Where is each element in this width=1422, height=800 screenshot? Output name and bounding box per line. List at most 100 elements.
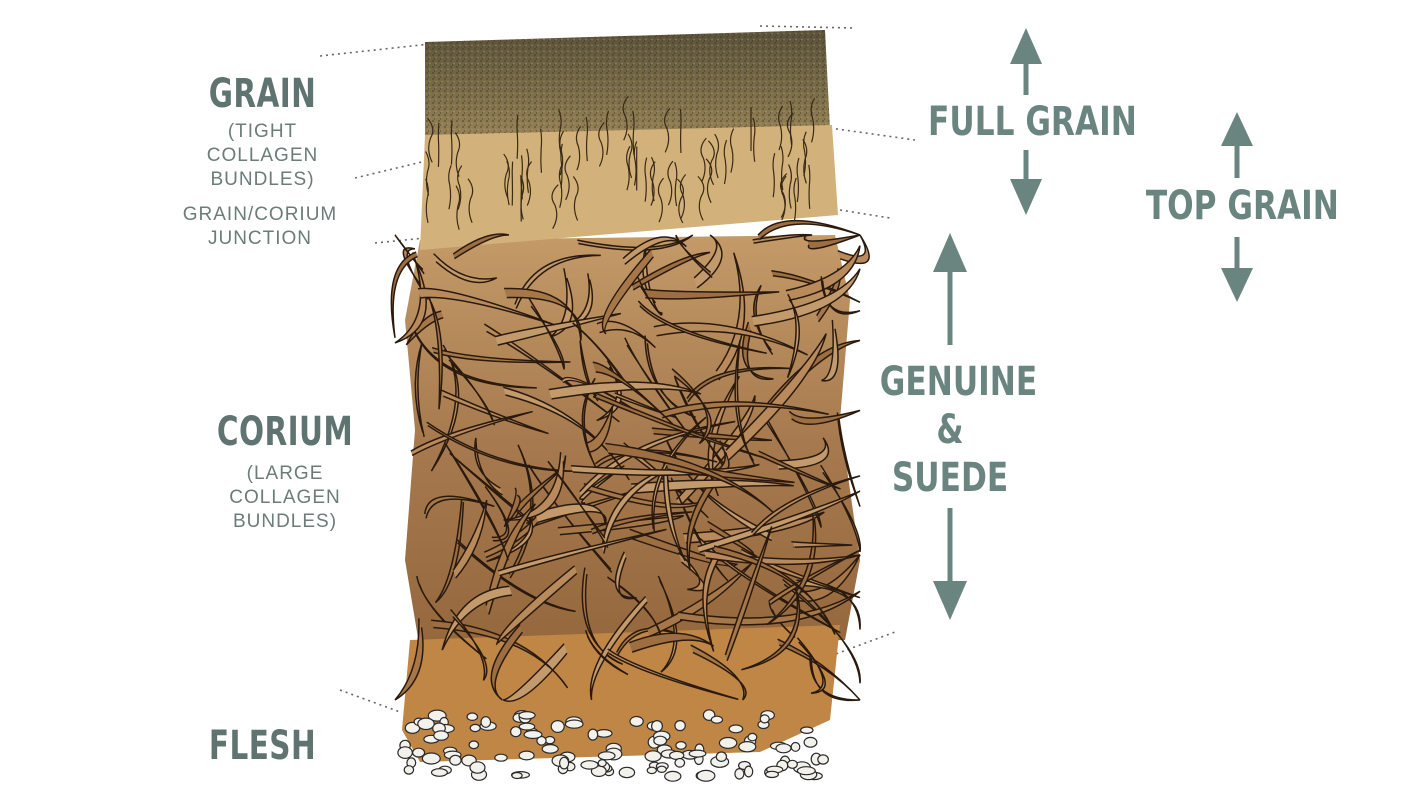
- flesh-pebble: [469, 723, 481, 733]
- flesh-pebble: [523, 729, 543, 740]
- collagen-fiber: [412, 327, 537, 389]
- flesh-pebble: [518, 722, 536, 731]
- collagen-fiber: [791, 540, 853, 548]
- flesh-pebble: [790, 741, 801, 752]
- collagen-fiber: [676, 395, 756, 508]
- junction-fiber: [437, 122, 440, 167]
- collagen-fiber: [671, 368, 712, 445]
- flesh-pebble: [587, 728, 599, 741]
- flesh-pebble: [710, 715, 724, 724]
- junction-fiber: [450, 120, 453, 165]
- genuine-arrow-up: [933, 233, 967, 345]
- flesh-pebble: [494, 753, 508, 762]
- full-grain-label: FULL GRAIN: [928, 99, 1137, 145]
- collagen-fiber: [504, 287, 582, 341]
- flesh-pebble: [747, 732, 758, 742]
- flesh-pebble: [469, 761, 486, 774]
- flesh-pebble: [644, 750, 662, 762]
- collagen-fiber: [596, 320, 656, 349]
- collagen-fiber: [741, 587, 801, 671]
- junction-fiber: [551, 184, 559, 229]
- collagen-fiber: [786, 293, 800, 379]
- collagen-fiber: [579, 465, 625, 504]
- flesh-label: FLESH: [208, 723, 317, 769]
- collagen-fiber: [548, 381, 702, 400]
- junction-fiber: [780, 146, 784, 191]
- junction-fiber: [520, 155, 523, 200]
- collagen-fiber: [637, 277, 663, 316]
- collagen-fiber: [651, 416, 707, 533]
- flesh-pebble: [646, 766, 658, 775]
- collagen-fiber: [757, 220, 861, 241]
- flesh-pebble: [564, 719, 584, 729]
- collagen-fiber: [441, 389, 549, 435]
- junction-fiber: [779, 173, 788, 218]
- flesh-pebble: [550, 719, 565, 733]
- flesh-pebble: [688, 749, 707, 758]
- flesh-pebble: [775, 743, 792, 754]
- collagen-fiber: [589, 595, 648, 701]
- collagen-fiber: [450, 609, 488, 681]
- flesh-pebble: [509, 726, 522, 738]
- junction-layer: [420, 125, 838, 250]
- junction-fiber: [802, 131, 807, 176]
- collagen-fiber: [614, 551, 637, 600]
- junction-fiber: [627, 133, 633, 179]
- grain-description: (TIGHT COLLAGEN BUNDLES): [195, 120, 330, 191]
- collagen-fiber: [631, 251, 711, 291]
- junction-fiber: [667, 160, 674, 206]
- collagen-fiber: [494, 312, 622, 346]
- junction-fiber: [559, 130, 565, 176]
- collagen-fiber: [607, 576, 664, 642]
- junction-fiber: [457, 165, 463, 210]
- collagen-fiber: [431, 619, 569, 689]
- junction-fiber: [723, 139, 728, 185]
- flesh-pebble: [734, 767, 745, 780]
- collagen-fiber: [592, 361, 674, 426]
- collagen-fiber: [410, 410, 533, 457]
- junction-fiber: [786, 112, 794, 158]
- collagen-fiber: [678, 551, 706, 592]
- collagen-fiber: [693, 234, 723, 289]
- junction-label: GRAIN/CORIUM JUNCTION: [170, 203, 350, 251]
- junction-fiber: [605, 110, 610, 156]
- junction-fiber: [426, 117, 434, 163]
- flesh-pebble: [397, 746, 413, 759]
- collagen-fiber: [796, 637, 826, 695]
- corium-fibers: [390, 220, 870, 702]
- flesh-pebble: [656, 765, 667, 774]
- grain-sub-line-2: COLLAGEN: [206, 144, 319, 166]
- collagen-fiber: [425, 290, 443, 410]
- junction-fiber: [633, 141, 638, 186]
- collagen-fiber: [820, 464, 862, 553]
- collagen-fiber: [502, 643, 568, 702]
- top-grain-arrow-up: [1221, 112, 1253, 178]
- junction-fiber: [793, 177, 797, 223]
- junction-fiber: [789, 100, 793, 146]
- full-grain-arrow-up: [1010, 28, 1042, 95]
- junction-fiber: [575, 125, 582, 171]
- flesh-pebble: [412, 747, 426, 758]
- junction-line-2: JUNCTION: [207, 227, 313, 249]
- flesh-pebble: [421, 752, 441, 765]
- grain-label: GRAIN: [208, 71, 317, 117]
- flesh-pebble: [597, 758, 607, 768]
- flesh-pebble: [518, 710, 536, 720]
- collagen-fiber: [653, 322, 808, 356]
- flesh-pebble: [597, 751, 616, 761]
- junction-fibers: [425, 95, 816, 230]
- collagen-fiber: [702, 549, 721, 652]
- flesh-pebble: [430, 768, 448, 777]
- junction-fiber: [788, 164, 793, 209]
- collagen-fiber: [474, 437, 503, 496]
- flesh-pebble: [664, 770, 682, 782]
- flesh-pebble: [541, 744, 559, 754]
- collagen-fiber: [449, 452, 530, 523]
- junction-fiber: [564, 155, 571, 201]
- collagen-fiber: [690, 644, 747, 701]
- flesh-pebble: [796, 766, 816, 776]
- flesh-pebble: [696, 769, 716, 782]
- genuine-suede-label: GENUINE & SUEDE: [880, 358, 1037, 502]
- flesh-pebble: [558, 756, 570, 770]
